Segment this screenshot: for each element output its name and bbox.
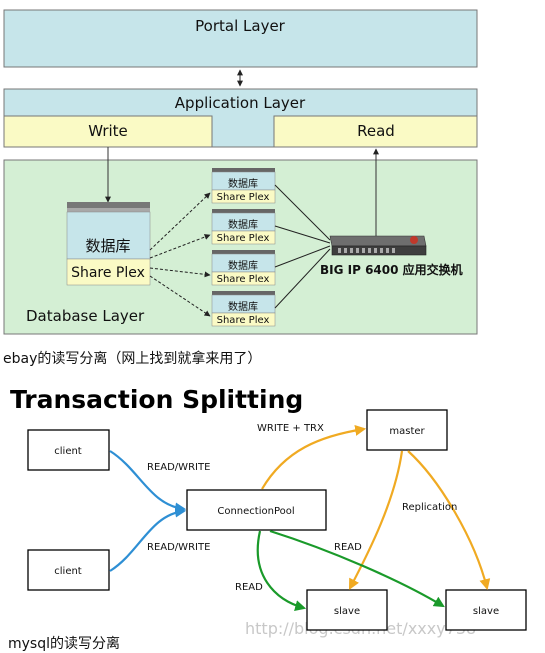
client-box-1 [27, 429, 110, 471]
small-db-1-share: Share Plex [217, 192, 270, 203]
db-switch-links [274, 184, 331, 309]
application-layer-label: Application Layer [175, 94, 306, 112]
ebay-caption: ebay的读写分离（网上找到就拿来用了） [3, 351, 262, 367]
portal-layer-label: Portal Layer [195, 17, 286, 35]
read-box [273, 115, 478, 148]
switch-label: BIG IP 6400 应用交换机 [320, 262, 463, 277]
replication-dotted-links [149, 192, 211, 317]
write-label: Write [88, 122, 128, 140]
client-box-2 [27, 549, 110, 591]
small-db-4-label: 数据库 [228, 300, 258, 313]
replication-label: Replication [402, 502, 457, 513]
write-trx-label: WRITE + TRX [257, 423, 324, 434]
small-db-1: 数据库 Share Plex [211, 168, 276, 204]
portal-layer-box [3, 9, 478, 68]
master-slave2-replication-arrow [407, 450, 491, 591]
pool-slave1-read-arrow [256, 530, 307, 611]
switch-icon [329, 235, 427, 256]
small-db-3-label: 数据库 [228, 259, 258, 272]
main-database: 数据库 Share Plex [66, 202, 151, 286]
slave-box-1 [306, 589, 388, 631]
pool-master-arrow [261, 424, 367, 490]
read-label-1: READ [235, 582, 263, 593]
master-box [366, 409, 448, 451]
small-db-1-label: 数据库 [228, 177, 258, 190]
read-write-label-1: READ/WRITE [147, 462, 210, 473]
main-db-label: 数据库 [85, 237, 130, 255]
read-label-2: READ [334, 542, 362, 553]
database-layer-label: Database Layer [26, 307, 145, 325]
read-label: Read [357, 122, 395, 140]
client2-pool-arrow [109, 506, 187, 572]
connection-pool-label: ConnectionPool [217, 506, 294, 517]
small-db-4-share: Share Plex [217, 315, 270, 326]
slave-box-2 [445, 589, 527, 631]
small-db-3-share: Share Plex [217, 274, 270, 285]
master-label: master [389, 426, 425, 437]
small-db-2-label: 数据库 [228, 218, 258, 231]
small-db-4: 数据库 Share Plex [211, 291, 276, 327]
small-db-2: 数据库 Share Plex [211, 209, 276, 245]
read-write-label-2: READ/WRITE [147, 542, 210, 553]
client-1-label: client [54, 446, 82, 457]
client-2-label: client [54, 566, 82, 577]
client1-pool-arrow [109, 450, 187, 514]
ebay-architecture-diagram: Portal Layer Application Layer Write Rea… [3, 9, 478, 335]
small-db-3: 数据库 Share Plex [211, 250, 276, 286]
master-slave1-replication-arrow [348, 450, 404, 590]
slave-2-label: slave [473, 606, 499, 617]
pool-slave2-read-arrow [269, 529, 445, 608]
main-share-plex: Share Plex [71, 265, 145, 281]
slave-1-label: slave [334, 606, 360, 617]
mysql-caption: mysql的读写分离 [8, 636, 120, 652]
connection-pool-box [186, 489, 327, 531]
transaction-splitting-diagram: http://blog.csdn.net/xxxy738 client clie… [27, 409, 527, 638]
small-db-2-share: Share Plex [217, 233, 270, 244]
transaction-splitting-title: Transaction Splitting [10, 385, 304, 414]
